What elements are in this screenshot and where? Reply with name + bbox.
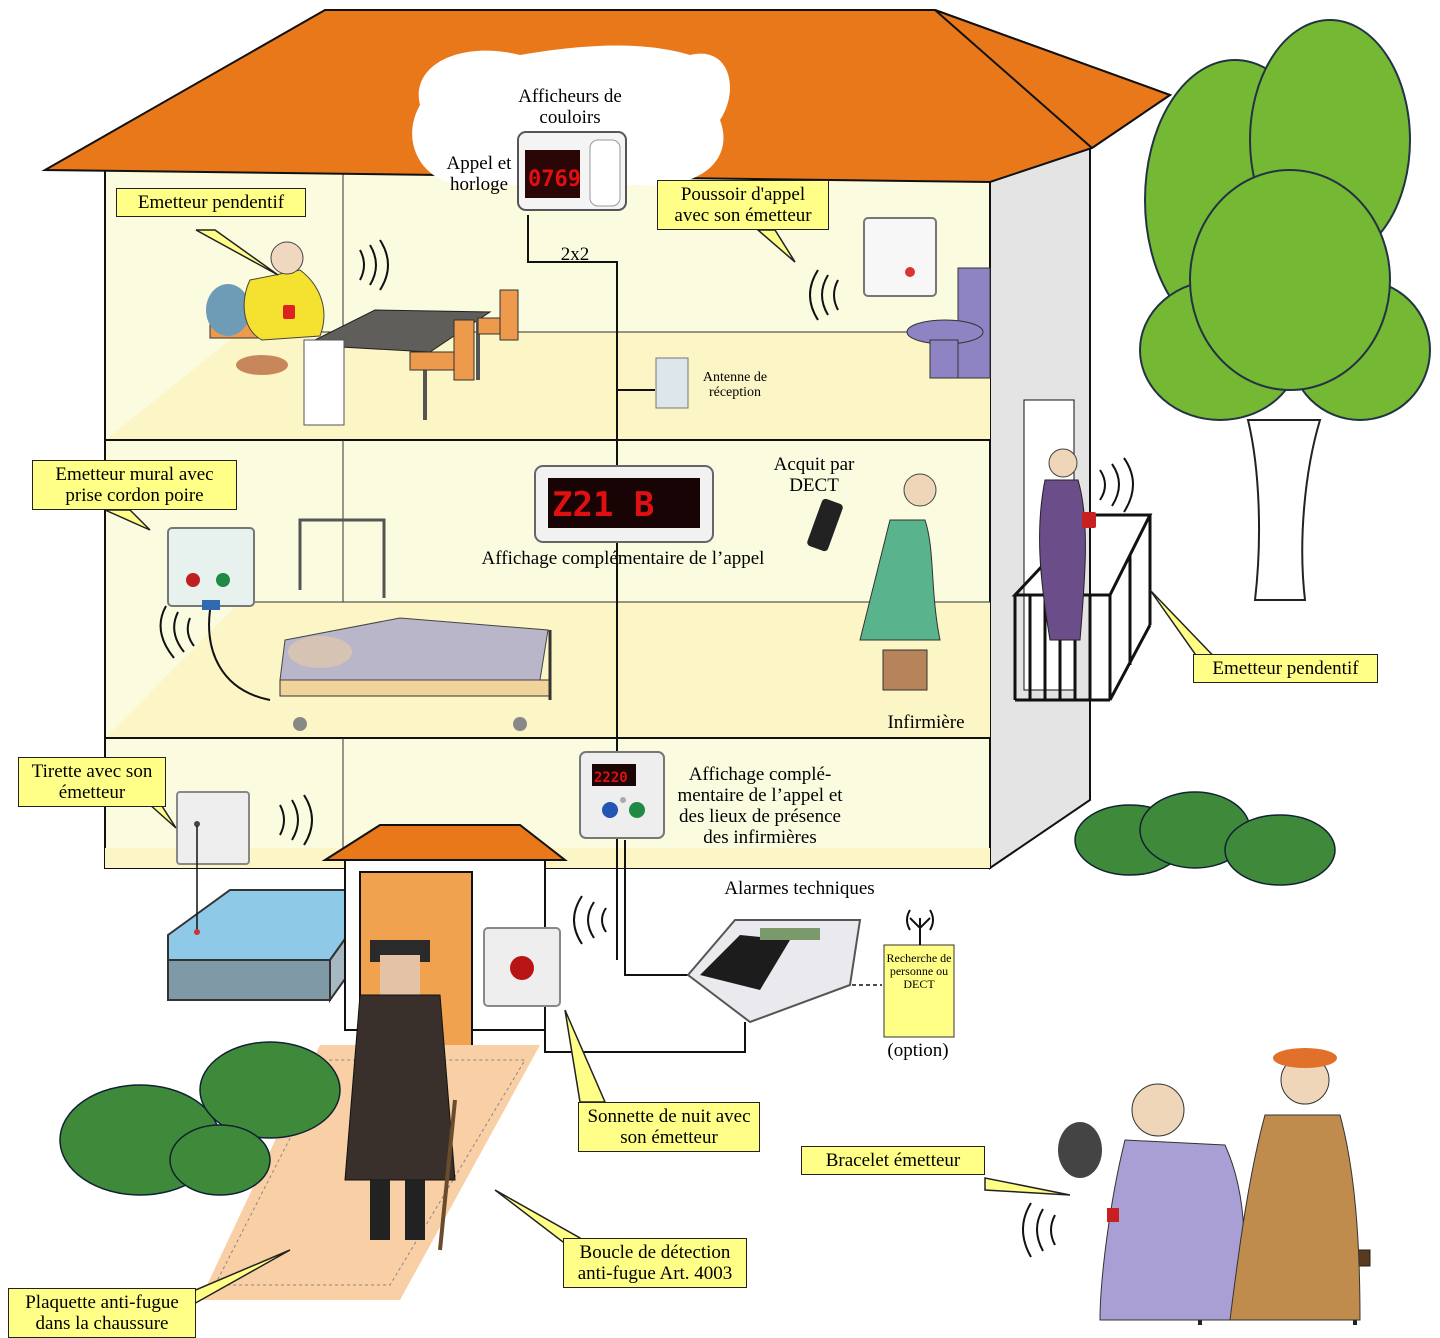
emetteur-pendentif-balcony-label: Emetteur pendentif: [1193, 654, 1378, 683]
emetteur-pendentif-top-label: Emetteur pendentif: [116, 188, 306, 217]
tree: [1140, 20, 1430, 600]
corridor-display-text: Z21 B: [552, 485, 654, 525]
bushes-right: [1075, 792, 1335, 885]
reception-antenna-device: [656, 358, 688, 408]
option-label: (option): [876, 1040, 960, 1061]
antenne-label: Antenne de réception: [690, 370, 780, 400]
boucle-label: Boucle de détection anti-fugue Art. 4003: [563, 1238, 747, 1288]
presence-display-device: [580, 752, 664, 838]
seated-men-on-bench: [1058, 1048, 1370, 1325]
affichage-comp-label: Affichage complémentaire de l’appel: [478, 548, 768, 569]
recherche-label: Recherche de personne ou DECT: [886, 952, 952, 991]
wall-emitter-device: [168, 528, 254, 610]
appel-horloge-label: Appel et horloge: [440, 153, 518, 195]
sonnette-label: Sonnette de nuit avec son émetteur: [578, 1102, 760, 1152]
floor-2-floor: [105, 602, 990, 738]
toilet-call-button-device: [864, 218, 936, 296]
wire-2x2-label: 2x2: [552, 244, 598, 265]
acquit-dect-label: Acquit par DECT: [768, 454, 860, 496]
infirmiere-label: Infirmière: [876, 712, 976, 733]
alarm-console-device: [688, 920, 860, 1022]
emetteur-mural-label: Emetteur mural avec prise cordon poire: [32, 460, 237, 510]
presence-display-text: 2220: [594, 770, 628, 786]
afficheurs-label: Afficheurs de couloirs: [505, 86, 635, 128]
clock-display-text: 0769: [528, 167, 581, 192]
tirette-label: Tirette avec son émetteur: [18, 757, 166, 807]
affichage-presence-label: Affichage complé-mentaire de l’appel et …: [674, 764, 846, 848]
bracelet-label: Bracelet émetteur: [801, 1146, 985, 1175]
plaquette-label: Plaquette anti-fugue dans la chaussure: [8, 1288, 196, 1338]
floor-3-floor: [105, 332, 990, 440]
alarmes-label: Alarmes techniques: [712, 878, 887, 899]
poussoir-label: Poussoir d'appel avec son émetteur: [657, 180, 829, 230]
night-bell-device: [484, 928, 560, 1006]
